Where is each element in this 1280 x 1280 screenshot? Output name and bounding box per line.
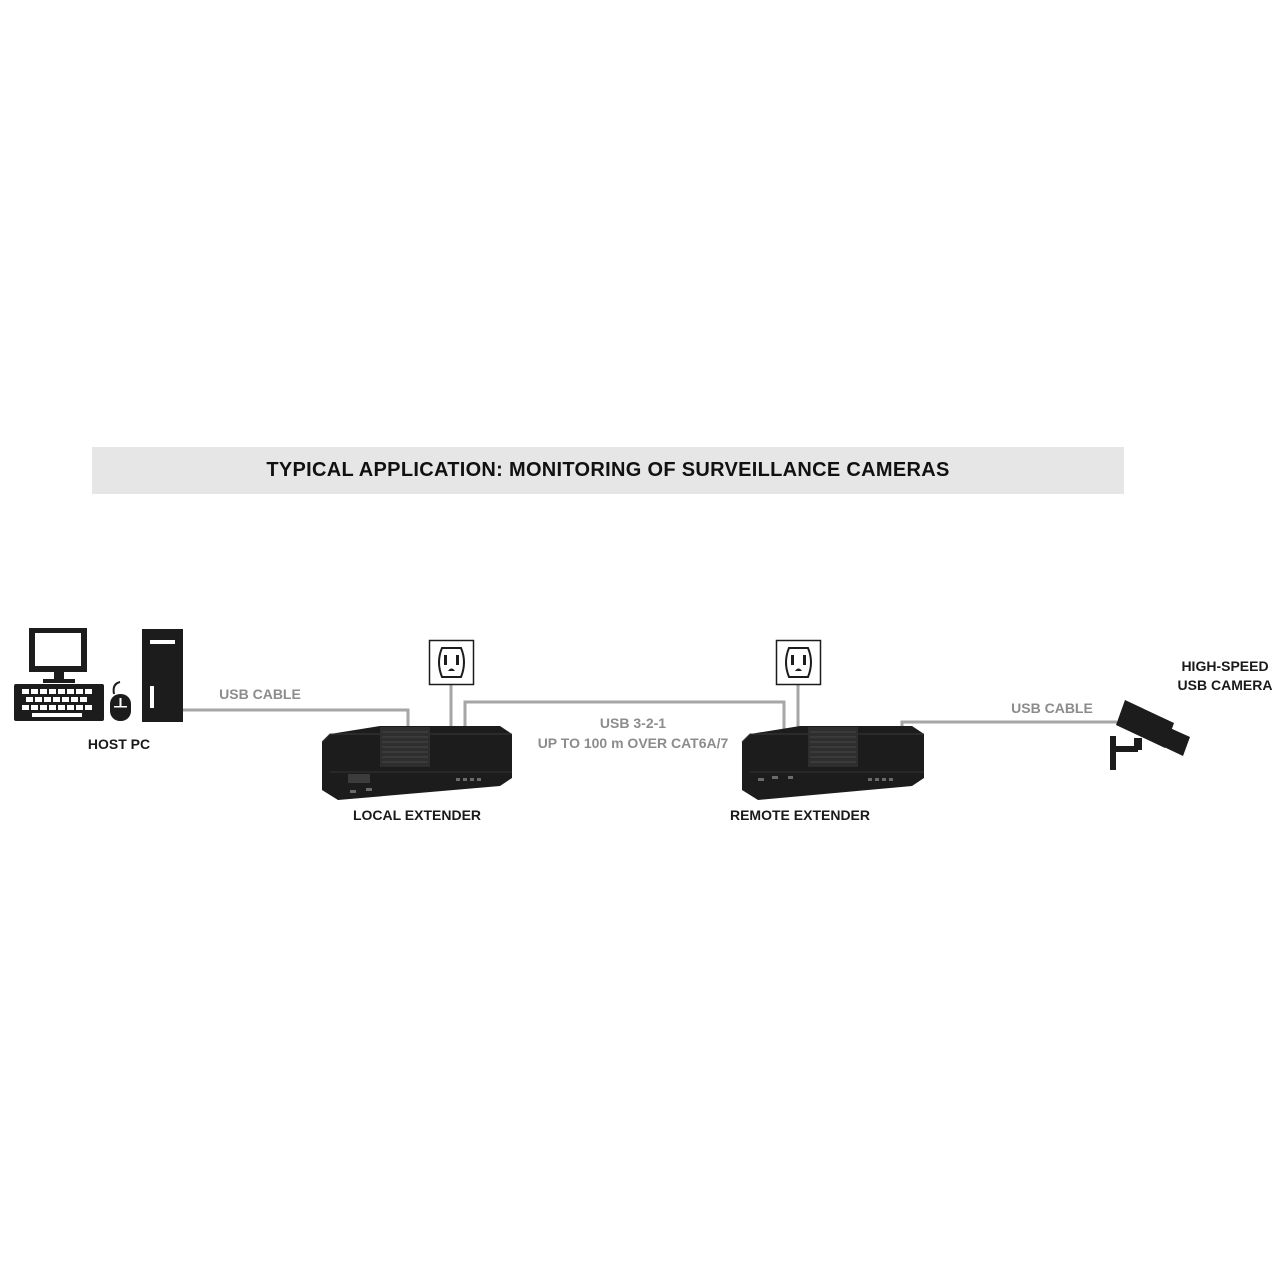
power-outlet-local-icon [428,639,475,686]
local-extender-device [321,726,512,800]
camera-label-line1: HIGH-SPEED [1181,658,1268,674]
monitor-icon [29,628,87,683]
keyboard-icon [14,684,104,721]
remote-extender-label: REMOTE EXTENDER [730,807,870,823]
remote-extender-device [741,726,924,800]
mouse-icon [110,681,131,721]
usb-cable-host-to-local [182,708,410,733]
usb-cable-left-label: USB CABLE [219,686,301,702]
camera-label-line2: USB CAMERA [1178,677,1273,693]
power-outlet-remote-icon [775,639,822,686]
title-banner: TYPICAL APPLICATION: MONITORING OF SURVE… [92,447,1124,494]
diagram-title: TYPICAL APPLICATION: MONITORING OF SURVE… [266,459,950,481]
surveillance-camera-icon [1110,700,1190,770]
pc-tower-icon [142,629,183,722]
cat6-link-cable [463,700,786,733]
host-pc-label: HOST PC [88,736,150,752]
link-spec-line1: USB 3-2-1 [600,715,666,731]
usb-cable-remote-to-camera [900,720,1117,736]
usb-cable-right-label: USB CABLE [1011,700,1093,716]
local-extender-label: LOCAL EXTENDER [353,807,481,823]
link-spec-line2: UP TO 100 m OVER CAT6A/7 [538,735,729,751]
